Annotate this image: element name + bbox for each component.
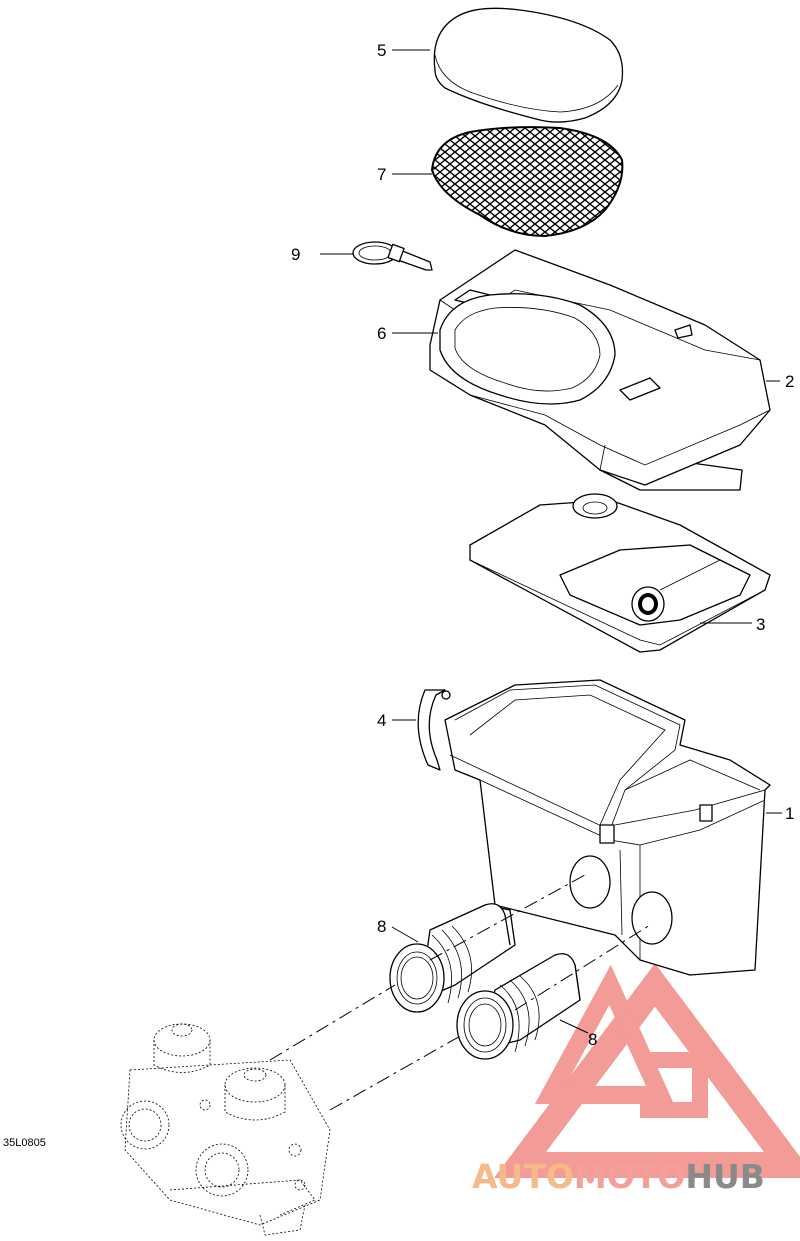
leader-lines bbox=[320, 49, 782, 1034]
figure-code: 35L0805 bbox=[3, 1137, 46, 1149]
callout-4: 4 bbox=[377, 711, 386, 730]
part-7-mesh-screen bbox=[430, 126, 624, 238]
callout-7: 7 bbox=[377, 165, 386, 184]
callout-5: 5 bbox=[377, 41, 386, 60]
watermark-moto: MOTO bbox=[574, 1157, 685, 1196]
part-9-tie-strap bbox=[352, 241, 433, 271]
watermark-inner-triangle-icon bbox=[534, 964, 674, 1104]
part-5-foam-filter bbox=[433, 7, 624, 123]
part-1-airbox-body bbox=[444, 679, 771, 976]
callout-1: 1 bbox=[785, 804, 794, 823]
callout-2: 2 bbox=[785, 372, 794, 391]
watermark-triangle-icon bbox=[494, 963, 800, 1178]
watermark-logo bbox=[494, 963, 800, 1178]
callout-8-upper: 8 bbox=[377, 917, 386, 936]
alignment-lines bbox=[269, 874, 651, 1111]
part-8-intake-boot-a bbox=[389, 903, 516, 1013]
watermark-g-icon bbox=[640, 1052, 708, 1118]
watermark-auto: AUTO bbox=[472, 1157, 574, 1196]
part-8-intake-boot-b bbox=[456, 953, 581, 1060]
watermark-hub: HUB bbox=[685, 1157, 765, 1196]
callout-8-lower: 8 bbox=[588, 1030, 597, 1049]
part-4-clip bbox=[417, 689, 451, 771]
callout-9: 9 bbox=[291, 245, 300, 264]
part-6-seal bbox=[439, 293, 616, 405]
callout-6: 6 bbox=[377, 324, 386, 343]
svg-text:AUTOMOTOHUB: AUTOMOTOHUB bbox=[472, 1157, 765, 1196]
callout-3: 3 bbox=[756, 615, 765, 634]
part-3-base-plate bbox=[469, 493, 771, 653]
carburetor-assembly bbox=[120, 1023, 331, 1236]
